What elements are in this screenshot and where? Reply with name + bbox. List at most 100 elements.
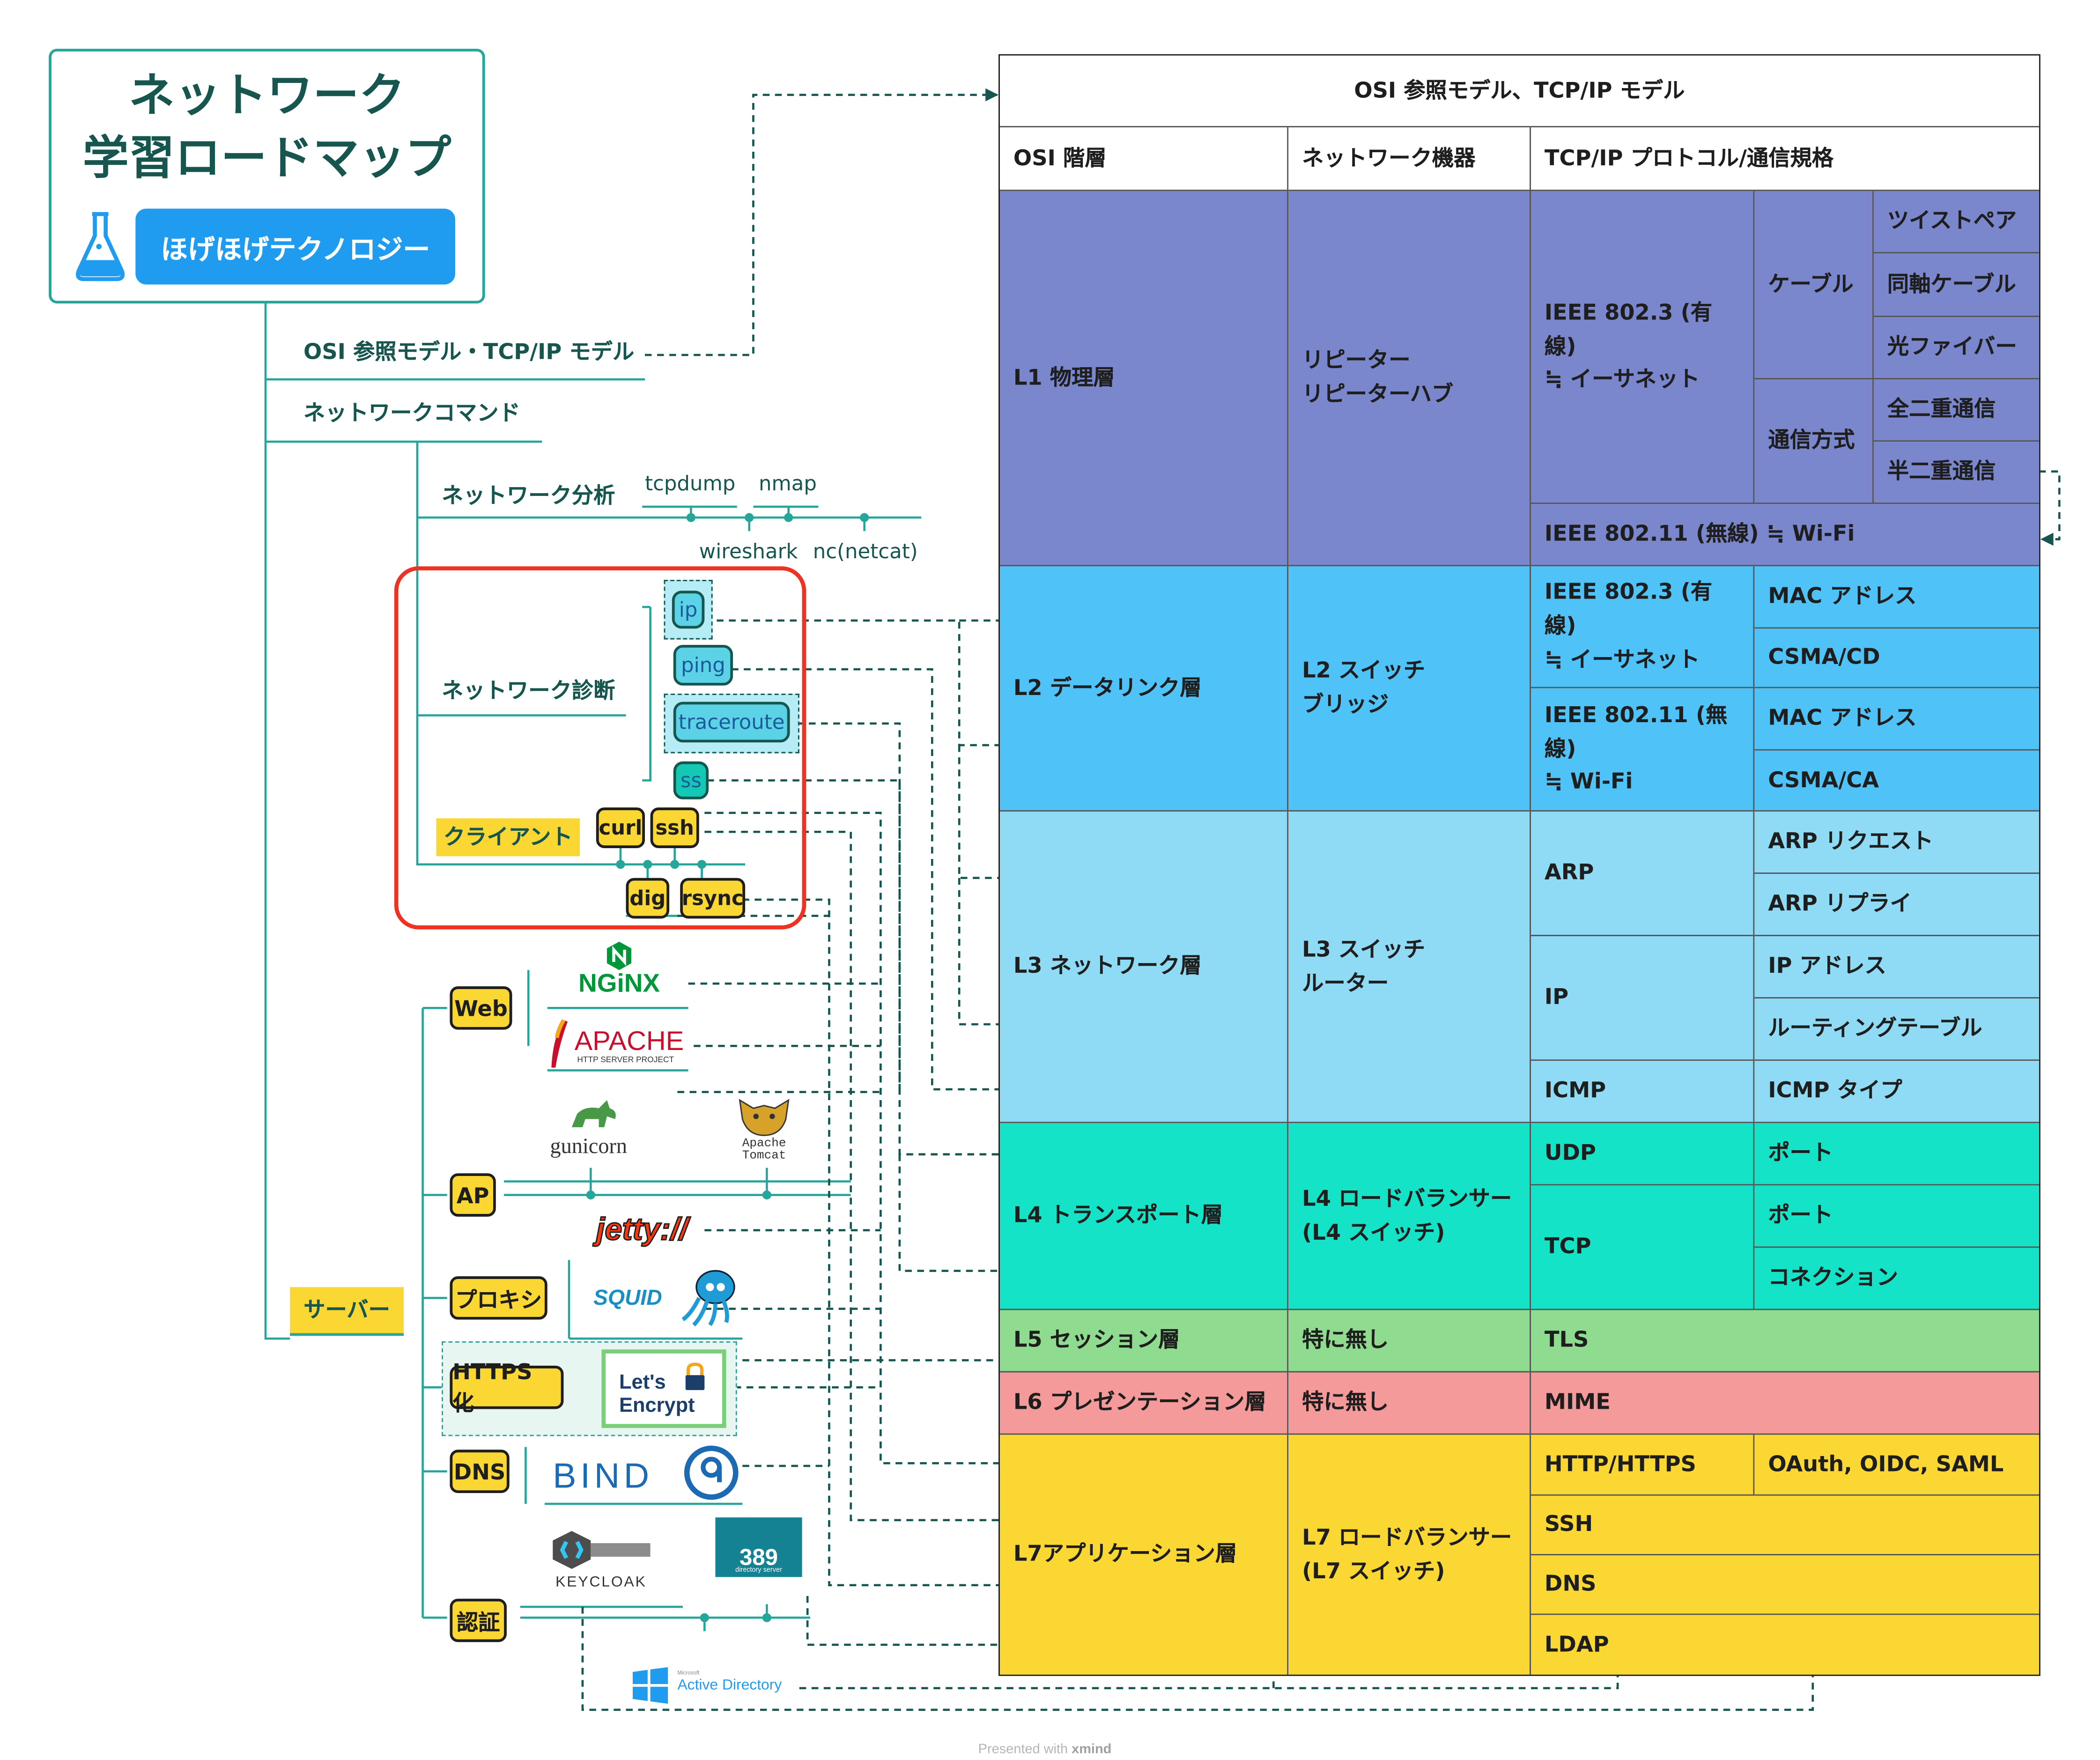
proto-l1-cable-fiber: 光ファイバー: [1873, 317, 2039, 380]
layer-l6: L6 プレゼンテーション層: [999, 1372, 1289, 1435]
branch-network-diagnosis[interactable]: ネットワーク診断: [442, 677, 615, 703]
proto-l2-wired-mac: MAC アドレス: [1754, 566, 2039, 629]
nginx-logo[interactable]: NGiNX: [569, 940, 669, 1000]
squid-icon: [681, 1270, 735, 1327]
proto-tcp: TCP: [1531, 1185, 1755, 1310]
bind-logo[interactable]: BIND: [553, 1444, 742, 1501]
footer: Presented with xmind: [978, 1742, 1112, 1757]
apache-logo[interactable]: APACHE HTTP SERVER PROJECT: [547, 1019, 694, 1073]
flask-icon: [70, 206, 130, 282]
device-l5: 特に無し: [1288, 1310, 1531, 1373]
squid-text: SQUID: [593, 1287, 662, 1310]
apache-text: APACHE: [574, 1027, 684, 1057]
letsencrypt-logo[interactable]: Let's Encrypt: [601, 1349, 726, 1428]
proto-udp: UDP: [1531, 1123, 1755, 1186]
tool-nmap[interactable]: nmap: [759, 471, 817, 496]
tool-curl[interactable]: curl: [596, 807, 645, 848]
tool-netcat[interactable]: nc(netcat): [813, 539, 918, 564]
gunicorn-logo[interactable]: gunicorn: [550, 1094, 634, 1162]
ds389-text: 389: [739, 1544, 778, 1570]
server-https[interactable]: HTTPS 化: [450, 1358, 564, 1415]
proto-ip-address: IP アドレス: [1754, 936, 2039, 999]
letsencrypt-text: Let's Encrypt: [619, 1371, 695, 1417]
tool-dig[interactable]: dig: [626, 878, 670, 919]
header-network-device: ネットワーク機器: [1288, 127, 1531, 191]
tool-traceroute[interactable]: traceroute: [673, 702, 790, 743]
tool-ping[interactable]: ping: [673, 645, 733, 686]
apache-feather-icon: [551, 1019, 568, 1068]
nginx-text: NGiNX: [578, 970, 660, 999]
proto-udp-port: ポート: [1754, 1123, 2039, 1186]
proto-l2-wifi: IEEE 802.11 (無線) ≒ Wi-Fi: [1531, 688, 1755, 812]
branch-network-analysis[interactable]: ネットワーク分析: [442, 482, 615, 508]
unicorn-icon: [571, 1100, 616, 1127]
proto-l1-cable: ケーブル: [1754, 191, 1874, 380]
proto-mime: MIME: [1531, 1372, 2039, 1435]
layer-l4: L4 トランスポート層: [999, 1123, 1289, 1310]
layer-l7: L7アプリケーション層: [999, 1435, 1289, 1675]
bind-text: BIND: [553, 1455, 653, 1496]
tool-ss[interactable]: ss: [673, 761, 709, 799]
proto-l2-wired: IEEE 802.3 (有線) ≒ イーサネット: [1531, 566, 1755, 688]
proto-dns: DNS: [1531, 1555, 2039, 1615]
proto-tcp-connection: コネクション: [1754, 1248, 2039, 1310]
layer-l3: L3 ネットワーク層: [999, 811, 1289, 1124]
proto-tls: TLS: [1531, 1310, 2039, 1373]
device-l4: L4 ロードバランサー (L4 スイッチ): [1288, 1123, 1531, 1310]
active-directory-logo[interactable]: Microsoft Active Directory: [631, 1666, 799, 1704]
proto-ip: IP: [1531, 936, 1755, 1061]
title-line-2: 学習ロードマップ: [82, 131, 451, 186]
nginx-hexagon-icon: [607, 941, 632, 970]
active-directory-sup: Microsoft: [677, 1669, 700, 1676]
title-badge-text: ほげほげテクノロジー: [161, 232, 430, 265]
proto-arp-request: ARP リクエスト: [1754, 811, 2039, 874]
tool-rsync[interactable]: rsync: [680, 878, 746, 919]
gunicorn-text: gunicorn: [550, 1135, 628, 1159]
branch-osi[interactable]: OSI 参照モデル・TCP/IP モデル: [303, 339, 635, 365]
title-badge: ほげほげテクノロジー: [135, 208, 456, 285]
squid-logo[interactable]: SQUID: [593, 1265, 745, 1331]
jetty-logo[interactable]: jetty://: [595, 1208, 737, 1252]
tool-ip[interactable]: ip: [672, 591, 705, 629]
bind-nine-icon: [684, 1445, 739, 1500]
branch-network-commands[interactable]: ネットワークコマンド: [303, 399, 520, 426]
layer-l1: L1 物理層: [999, 191, 1289, 567]
ds389-logo[interactable]: 389 directory server: [715, 1517, 802, 1577]
proto-routing-table: ルーティングテーブル: [1754, 998, 2039, 1061]
tool-ssh[interactable]: ssh: [650, 807, 699, 848]
device-l7: L7 ロードバランサー (L7 スイッチ): [1288, 1435, 1531, 1675]
layer-l2: L2 データリンク層: [999, 566, 1289, 812]
keycloak-logo[interactable]: KEYCLOAK: [550, 1528, 656, 1596]
tomcat-logo[interactable]: Apache Tomcat: [726, 1092, 802, 1168]
proto-ssh: SSH: [1531, 1495, 2039, 1556]
server-auth[interactable]: 認証: [450, 1598, 507, 1642]
proto-ldap: LDAP: [1531, 1615, 2039, 1675]
table-title: OSI 参照モデル、TCP/IP モデル: [999, 55, 2039, 127]
proto-l1-full-duplex: 全二重通信: [1873, 379, 2039, 442]
branch-server[interactable]: サーバー: [290, 1287, 404, 1336]
windows-icon: [632, 1667, 668, 1704]
server-dns[interactable]: DNS: [450, 1449, 510, 1493]
server-proxy[interactable]: プロキシ: [450, 1276, 547, 1320]
tomcat-cat-icon: [739, 1099, 790, 1136]
footer-brand: xmind: [1072, 1742, 1112, 1758]
proto-l2-csmaca: CSMA/CA: [1754, 750, 2039, 812]
proto-l1-mode: 通信方式: [1754, 379, 1874, 504]
footer-presented: Presented with: [978, 1742, 1068, 1758]
tool-tcpdump[interactable]: tcpdump: [645, 471, 736, 496]
proto-icmp: ICMP: [1531, 1061, 1755, 1124]
branch-client[interactable]: クライアント: [436, 818, 580, 857]
padlock-icon: [685, 1362, 705, 1390]
device-l6: 特に無し: [1288, 1372, 1531, 1435]
title-line-1: ネットワーク: [128, 69, 405, 124]
proto-arp: ARP: [1531, 811, 1755, 936]
device-l1: リピーター リピーターハブ: [1288, 191, 1531, 567]
proto-oauth: OAuth, OIDC, SAML: [1754, 1435, 2039, 1496]
proto-http: HTTP/HTTPS: [1531, 1435, 1755, 1496]
layer-l5: L5 セッション層: [999, 1310, 1289, 1373]
server-web[interactable]: Web: [450, 986, 512, 1030]
tool-wireshark[interactable]: wireshark: [699, 539, 798, 564]
branch-server-label: サーバー: [303, 1296, 390, 1323]
server-ap[interactable]: AP: [450, 1173, 496, 1217]
proto-arp-reply: ARP リプライ: [1754, 873, 2039, 936]
